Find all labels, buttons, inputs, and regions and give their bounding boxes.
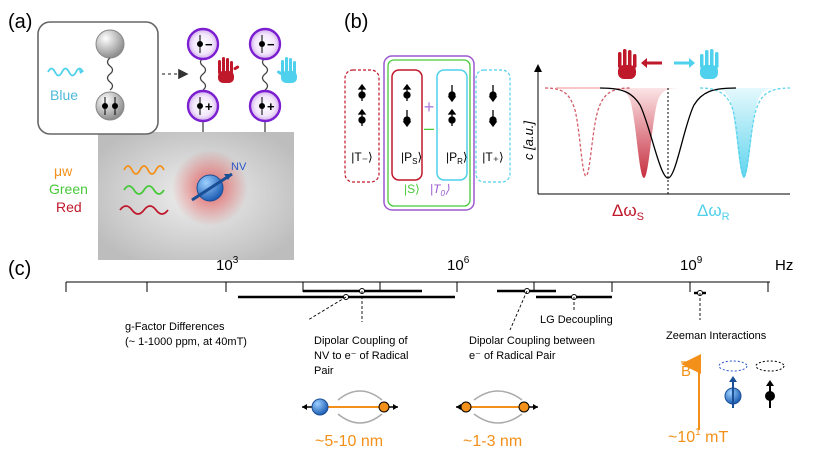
radical-pair-distance-graphic xyxy=(456,390,538,424)
delta-omega-r: ΔωR xyxy=(697,201,730,223)
dipolar-nv-label-1: Dipolar Coupling of xyxy=(314,335,408,347)
red-label: Red xyxy=(56,199,82,215)
blue-wave-arrowhead xyxy=(79,69,83,74)
t0-label: |T0⟩ xyxy=(430,182,450,198)
g-factor-label-1: g-Factor Differences xyxy=(125,321,225,333)
y-axis-label: c [a.u.] xyxy=(521,121,536,160)
molecule-linker xyxy=(106,57,114,91)
panel-b-label: (b) xyxy=(344,11,368,33)
tick-1e9: 109 xyxy=(680,255,703,274)
cyan-hand-icon xyxy=(277,57,297,83)
left-radical-plus: + xyxy=(205,99,213,114)
electron-precession-orbit xyxy=(755,360,785,372)
singlet-box xyxy=(387,59,471,207)
dipolar-nv-label-2: NV to e⁻ of Radical xyxy=(314,350,408,362)
red-wave xyxy=(119,205,169,215)
mw-label: μw xyxy=(54,163,73,179)
g-factor-label-2: (~ 1-1000 ppm, at 40mT) xyxy=(125,336,247,348)
mw-wave xyxy=(123,165,165,175)
panel-c-label: (c) xyxy=(8,258,31,280)
electron-spin-arrowhead xyxy=(766,380,774,386)
plus-sign: + xyxy=(424,97,435,117)
right-radical-plus: + xyxy=(267,99,275,114)
molecule-top-ball xyxy=(95,29,125,59)
dipolar-rp-label-1: Dipolar Coupling between xyxy=(469,335,595,347)
b-field-label: B xyxy=(681,363,691,380)
blue-label: Blue xyxy=(50,87,78,103)
right-radical-minus: − xyxy=(267,37,275,52)
nv-label: NV xyxy=(231,161,247,173)
dipolar-rp-label-2: e⁻ of Radical Pair xyxy=(469,350,556,362)
singlet-label: |S⟩ xyxy=(404,182,420,196)
left-radical-minus: − xyxy=(205,37,213,52)
zeeman-label: Zeeman Interactions xyxy=(666,330,767,342)
delta-omega-s: ΔωS xyxy=(612,201,644,223)
red-dip-fill xyxy=(600,88,686,178)
pr-label: |PR⟩ xyxy=(446,150,468,166)
plot-cyan-hand-icon xyxy=(700,49,719,79)
axis-unit: Hz xyxy=(775,257,793,274)
red-hand-icon xyxy=(218,57,240,83)
y-axis-arrow xyxy=(534,64,542,72)
tick-1e6: 106 xyxy=(447,255,470,274)
t-minus-label: |T₋⟩ xyxy=(351,150,372,164)
plot-red-hand-icon xyxy=(618,49,637,79)
t-minus-box xyxy=(344,69,380,183)
molecule-box xyxy=(37,21,159,135)
red-dashed-curve xyxy=(544,87,631,177)
dipolar-nv-label-3: Pair xyxy=(314,365,334,377)
cyan-dip-fill xyxy=(702,88,784,178)
radical-pair-right xyxy=(248,27,282,132)
t-plus-box xyxy=(475,69,511,183)
ps-box xyxy=(391,69,423,181)
ps-label: |PS⟩ xyxy=(401,150,422,166)
nv-distance-label: ~5-10 nm xyxy=(315,433,383,450)
field-strength-label: ~101 mT xyxy=(668,427,728,446)
nv-axis xyxy=(191,172,233,202)
nv-precession-orbit xyxy=(718,360,748,372)
leader-lines xyxy=(307,290,701,331)
molecule-electron-pair xyxy=(102,97,118,115)
minus-sign: – xyxy=(424,118,434,138)
radical-pair-left xyxy=(186,27,220,132)
lg-decoupling-label: LG Decoupling xyxy=(540,314,613,326)
rp-distance-label: ~1-3 nm xyxy=(463,433,522,450)
nv-spin-arrowhead xyxy=(729,376,737,382)
cyan-shift-arrowhead xyxy=(689,58,695,68)
molecule-bottom-ball xyxy=(95,91,125,121)
red-shift-arrowhead xyxy=(641,58,647,68)
spin-arrows xyxy=(357,83,498,128)
nv-axis-arrow xyxy=(224,174,232,180)
green-wave xyxy=(123,185,165,195)
panel-a-label: (a) xyxy=(8,11,32,33)
superposition-box xyxy=(383,55,475,211)
t-plus-label: |T₊⟩ xyxy=(482,150,503,164)
pr-box xyxy=(436,69,468,181)
nv-radical-distance-graphic xyxy=(302,390,398,424)
cyan-dashed-curve xyxy=(699,87,791,177)
blue-light-wave xyxy=(47,67,84,77)
green-label: Green xyxy=(49,181,88,197)
tick-1e3: 103 xyxy=(216,255,239,274)
